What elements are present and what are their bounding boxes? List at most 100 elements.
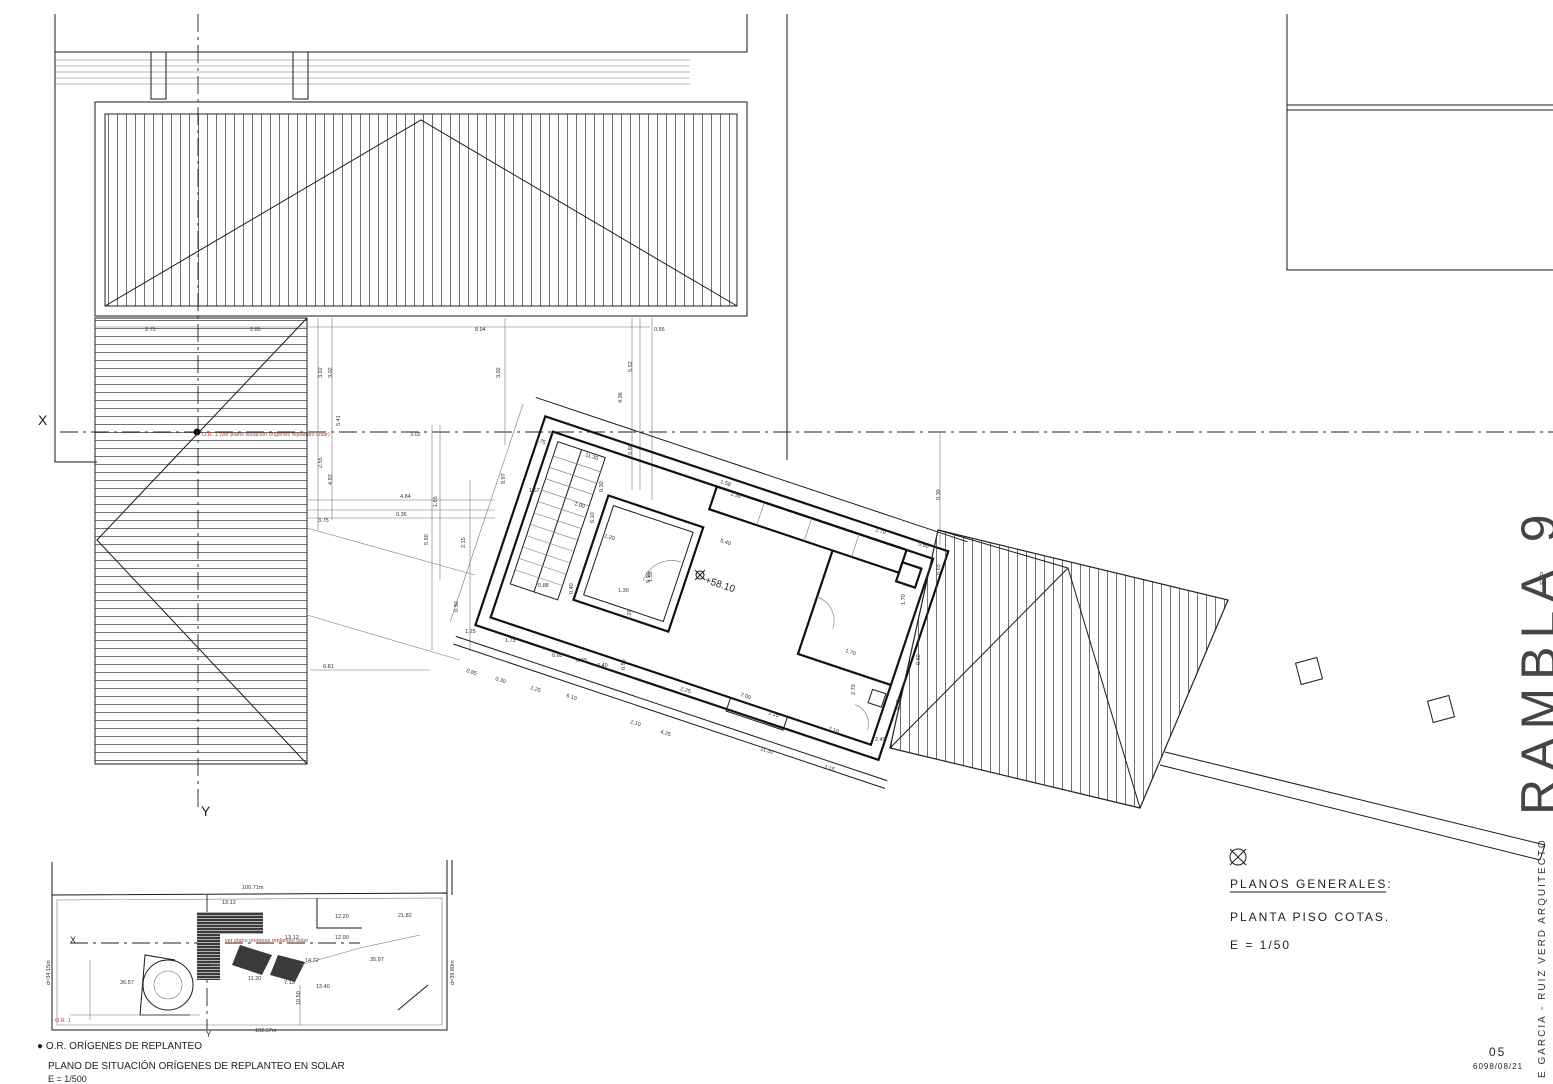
site-dimension-label: 13.40 <box>316 984 330 990</box>
dimension-label: 3.35 <box>896 699 902 710</box>
dimension-label: 3.75 <box>318 518 329 524</box>
sheet-number: 05 <box>1489 1045 1507 1059</box>
dimension-label: 1.70 <box>901 594 907 605</box>
dimension-label: 1.53 <box>648 571 654 582</box>
dimension-label: 0.70 <box>576 658 587 664</box>
dimension-label: 8.94 <box>475 327 486 333</box>
dimension-lines <box>95 318 941 671</box>
dimension-label: 1.15 <box>767 710 779 719</box>
dimension-label: 5.40 <box>719 538 731 547</box>
dimension-label: 0.30 <box>494 676 506 685</box>
pier-marker <box>1294 656 1324 686</box>
roof-left <box>94 317 308 765</box>
dimension-label: 0.60 <box>917 541 929 550</box>
site-dimension-label: 14.72 <box>305 958 319 964</box>
dimension-label: 5.60 <box>424 534 430 545</box>
site-dimension-label: 36.57 <box>120 980 134 986</box>
dimension-label: 6.10 <box>590 512 596 523</box>
dimension-label: 2.15 <box>461 537 467 548</box>
y-axis-label: Y <box>201 803 211 819</box>
legend-label: ● O.R. ORÍGENES DE REPLANTEO <box>37 1041 202 1052</box>
site-boundary <box>54 14 1553 463</box>
site-plan-x-label: X <box>70 935 77 945</box>
origin-legend-icon: ● <box>37 1041 44 1052</box>
dimension-label: 0.56 <box>654 327 665 333</box>
dimension-label: 0.85 <box>465 668 477 677</box>
dimension-label: 3.02 <box>318 367 324 378</box>
site-plan-inset: ver plano origenes replanteo solar O.R. … <box>51 860 453 1031</box>
site-dimension-label: 13.12 <box>222 900 236 906</box>
building-plan <box>449 396 968 789</box>
site-dimension-label: 12.00 <box>335 935 349 941</box>
dimension-label: 2.55 <box>318 457 324 468</box>
site-dimension-label: 11.20 <box>248 976 261 982</box>
dimension-label: 1.75 <box>534 437 546 446</box>
dimension-label: 2.75 <box>145 327 156 333</box>
site-plan-note: ver plano origenes replanteo solar <box>225 938 308 944</box>
dimension-label: 11.30 <box>759 746 774 756</box>
project-suffix: ELP <box>1540 571 1547 585</box>
pathway <box>1159 751 1546 861</box>
dimension-label: 3.02 <box>410 432 421 438</box>
dimension-label: 8.97 <box>501 473 507 484</box>
site-dimension-label: 21.82 <box>398 913 412 919</box>
dimension-label: 0.60 <box>916 654 922 665</box>
site-dimension-label: 7.13 <box>284 980 295 986</box>
dimension-label: 2.10 <box>629 719 641 728</box>
dimension-label: 2.49 <box>875 737 886 743</box>
dimension-label: 0.60 <box>552 653 563 659</box>
dimension-label: 1.75 <box>505 638 516 644</box>
dimension-label: 3.02 <box>328 367 334 378</box>
dimension-label: 1.67 <box>529 488 540 494</box>
dimension-label: 7.00 <box>739 692 751 701</box>
site-dimension-label: d=39.80m <box>450 960 456 985</box>
project-name: RAMBLA 9 <box>1511 506 1553 815</box>
site-dimension-label: 102.57m <box>255 1028 277 1034</box>
dimension-label: 5.41 <box>336 415 342 426</box>
dimension-label: 2.85 <box>250 327 261 333</box>
dimension-label: 0.40 <box>597 663 608 669</box>
deck-right <box>889 529 1229 809</box>
dimension-label: 0.65 <box>936 564 942 575</box>
dimension-label: 1.30 <box>729 491 741 500</box>
dimension-label: 4.84 <box>400 494 411 500</box>
site-plan-title: PLANO DE SITUACIÓN ORÍGENES DE REPLANTEO… <box>48 1061 345 1072</box>
dimension-label: 4.92 <box>328 474 334 485</box>
origin-note: O.R. 1 (ver plano situación orígenes rep… <box>202 432 330 438</box>
site-dimension-label: d=34.15m <box>46 960 52 985</box>
plan-scale: E = 1/50 <box>1230 938 1292 952</box>
site-dimension-label: 100.71m <box>242 885 264 891</box>
dimension-label: 0.88 <box>538 583 549 589</box>
dimension-label: 11.30 <box>584 452 599 462</box>
site-plan-y-label: Y <box>206 1030 212 1039</box>
dimension-label: 3.02 <box>496 367 502 378</box>
site-plan-scale: E = 1/500 <box>48 1074 87 1084</box>
site-dimension-label: 13.12 <box>285 935 299 941</box>
dimension-label: 1.30 <box>618 588 629 594</box>
dimension-label: 9.90 <box>646 572 652 583</box>
dimension-label: 4.25 <box>659 729 671 738</box>
dimension-label: 0.30 <box>454 601 460 612</box>
architect-name: E GARCIA - RUIZ VERD ARQUITECTO <box>1537 838 1548 1078</box>
dimension-label: 1.70 <box>874 527 886 536</box>
dimension-label: 0.40 <box>569 583 575 594</box>
date-code: 6098/08/21 <box>1473 1062 1524 1071</box>
level-marker <box>694 569 706 581</box>
dimension-label: 2.10 <box>827 726 839 735</box>
plan-name: PLANTA PISO COTAS. <box>1230 910 1391 924</box>
dimension-label: 0.30 <box>599 481 605 492</box>
legend-text: O.R. ORÍGENES DE REPLANTEO <box>45 1041 202 1052</box>
dimension-label: 0.60 <box>628 444 634 455</box>
dimension-label: 6.10 <box>565 693 577 702</box>
dimension-label: 1.65 <box>433 496 439 507</box>
dimension-label: 4.36 <box>618 392 624 403</box>
site-dimension-label: 10.50 <box>296 991 302 1005</box>
roof-top <box>94 101 748 317</box>
dimension-label: 2.70 <box>851 684 857 695</box>
dimension-label: 1.20 <box>627 609 633 620</box>
x-axis-label: X <box>38 412 48 428</box>
dimension-label: 0.36 <box>396 512 407 518</box>
site-plan-origin-label: O.R. 1 <box>55 1018 71 1024</box>
